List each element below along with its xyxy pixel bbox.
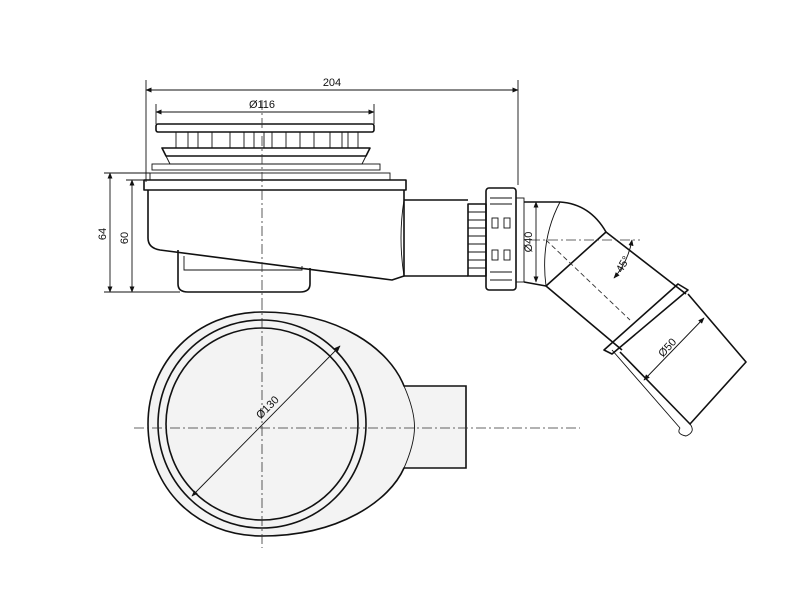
dim-label-height-outlet: 60 [119,232,131,244]
top-view [134,300,580,548]
dim-overall-width: 204 [145,77,519,185]
grate-collar [161,147,371,157]
grate-fins [175,131,359,149]
body-flange [143,179,407,191]
thread-adapter [467,203,487,277]
union-nut [485,187,517,291]
side-view [143,100,747,437]
dim-label-pipe-diameter: Ø50 [656,336,679,359]
body-outline [147,311,467,537]
grate-plate [155,123,375,133]
dim-label-elbow-angle: 45° [614,254,633,274]
dim-height-total: 64 [97,172,180,293]
pipe-collar [603,283,689,355]
pipe-end [619,293,747,425]
dim-label-height-total: 64 [97,228,109,240]
dim-label-grate-diameter: Ø116 [249,99,275,111]
outlet-pipe [404,199,468,277]
trap-sump [177,250,311,293]
angled-pipe [545,231,687,351]
dim-pipe-diameter: Ø50 [643,317,705,381]
elbow-45 [523,201,607,287]
dim-label-overall-width: 204 [323,77,341,89]
dim-outlet-diameter: Ø40 [523,201,539,283]
dim-grate-diameter: Ø116 [155,99,375,124]
dim-label-outlet-diameter: Ø40 [523,232,535,253]
trap-body [147,190,405,281]
dim-height-outlet: 60 [119,179,146,293]
